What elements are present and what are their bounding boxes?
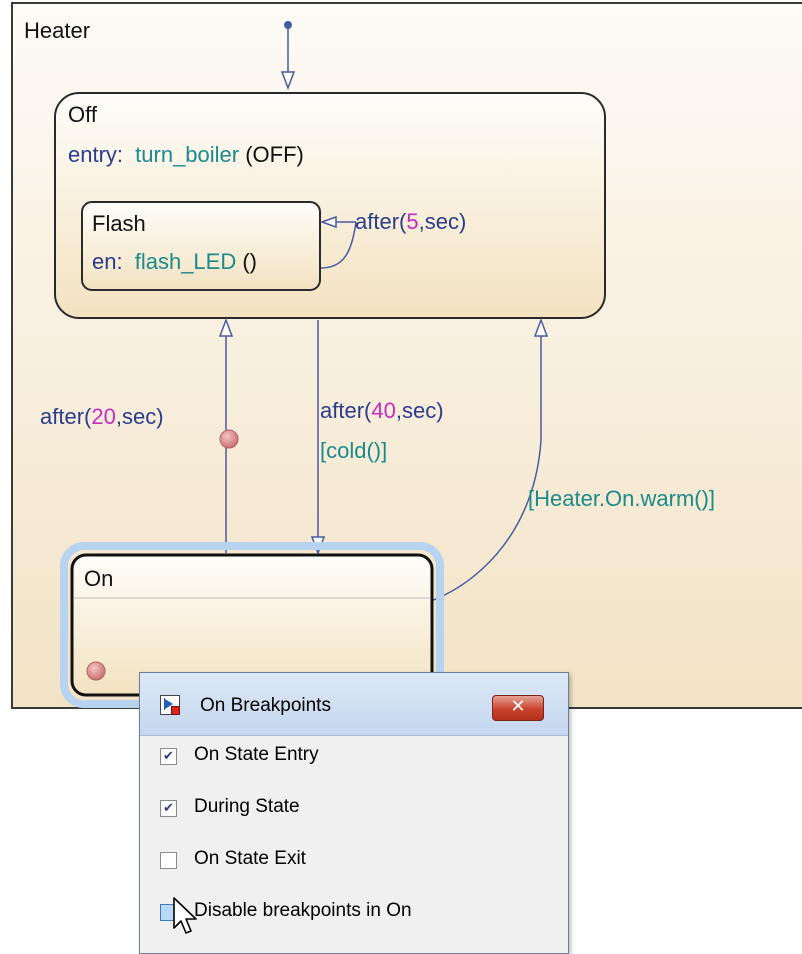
checkbox-during-state[interactable]: ✔ (160, 800, 177, 817)
checkbox-on-state-exit[interactable] (160, 852, 177, 869)
close-button[interactable]: ✕ (492, 695, 544, 721)
off-entry-function: turn_boiler (135, 142, 239, 167)
flash-entry-action: en: flash_LED () (92, 249, 257, 274)
option-label: On State Exit (194, 848, 306, 869)
flash-self-transition[interactable] (319, 215, 357, 269)
on-state-name: On (84, 566, 113, 591)
checkbox-on-state-entry[interactable]: ✔ (160, 748, 177, 765)
state-breakpoint-marker[interactable] (86, 661, 106, 681)
option-label: Disable breakpoints in On (194, 900, 412, 921)
default-transition[interactable] (280, 21, 296, 91)
off-to-on-condition: [cold()] (320, 438, 387, 463)
flash-en-keyword: en: (92, 249, 123, 274)
off-entry-keyword: entry: (68, 142, 123, 167)
flash-en-paren: () (242, 249, 257, 274)
popup-title: On Breakpoints (200, 695, 331, 716)
off-to-on-label: after(40,sec) (320, 398, 444, 423)
off-state-name: Off (68, 102, 98, 127)
popup-title-bar: On Breakpoints ✕ (140, 673, 568, 736)
mouse-cursor-icon (173, 897, 197, 934)
on-to-off-label: after(20,sec) (40, 404, 164, 429)
breakpoints-popup: On Breakpoints ✕ ✔ On State Entry ✔ Duri… (139, 672, 569, 954)
flash-state-name: Flash (92, 211, 146, 236)
on-warm-condition: [Heater.On.warm()] (528, 486, 715, 511)
heater-state-title: Heater (24, 18, 90, 43)
flash-self-label: after(5,sec) (355, 209, 466, 234)
flash-en-function: flash_LED (135, 249, 237, 274)
option-label: During State (194, 796, 300, 817)
off-entry-action: entry: turn_boiler (OFF) (68, 142, 304, 167)
flash-state[interactable] (81, 201, 321, 291)
breakpoint-icon (160, 695, 180, 715)
option-label: On State Entry (194, 744, 319, 765)
transition-breakpoint-marker[interactable] (219, 429, 239, 449)
off-entry-arg: (OFF) (245, 142, 304, 167)
